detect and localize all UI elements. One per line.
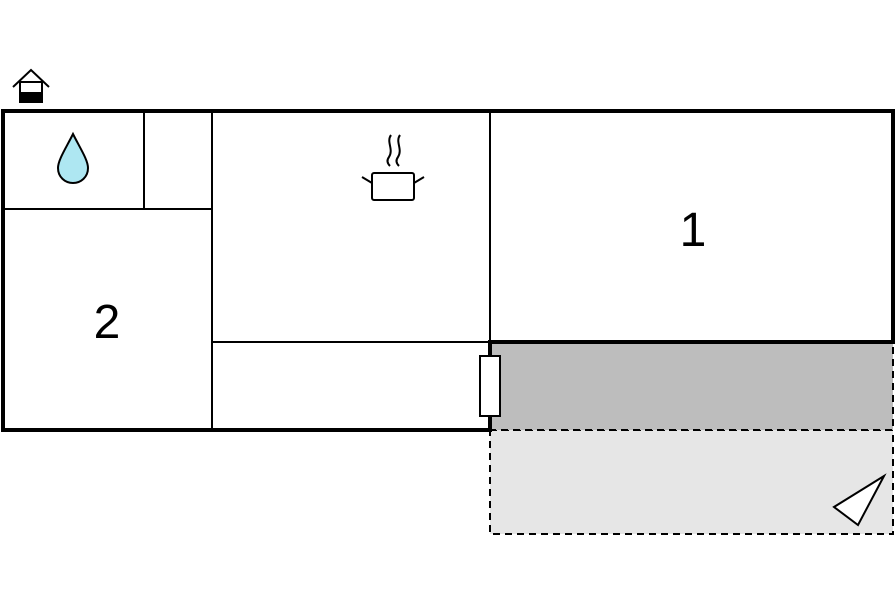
- house-entrance-icon: [12, 68, 50, 103]
- cooking-pot-icon: [361, 134, 425, 201]
- open-terrace: [489, 429, 894, 535]
- room-label-2: 2: [94, 296, 121, 349]
- water-drop-icon: [56, 131, 90, 185]
- interior-walls: [3, 111, 491, 430]
- north-arrow-icon: [832, 473, 887, 527]
- door[interactable]: [479, 355, 501, 417]
- covered-terrace: [489, 341, 894, 431]
- room-label-1: 1: [680, 204, 707, 257]
